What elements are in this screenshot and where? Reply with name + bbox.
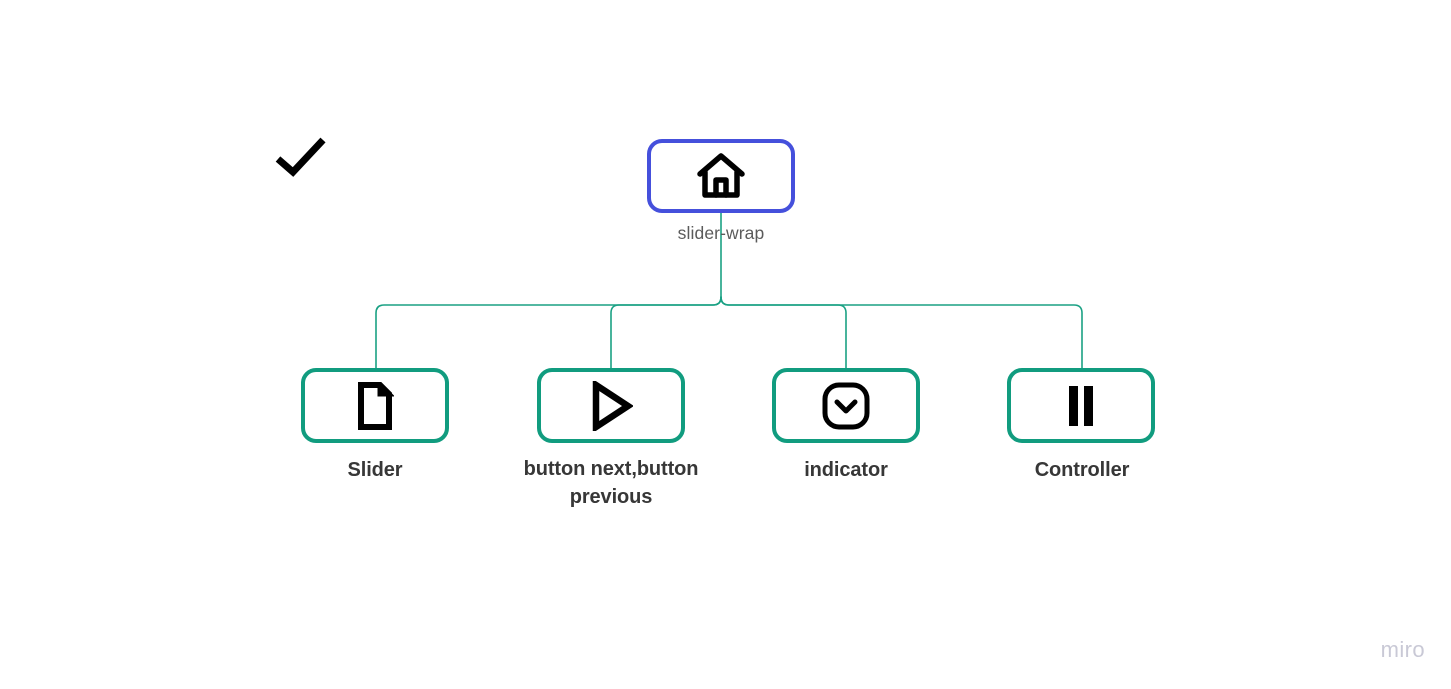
node-indicator[interactable] (772, 368, 920, 443)
miro-watermark: miro (1380, 637, 1425, 662)
node-slider[interactable] (301, 368, 449, 443)
node-controller[interactable] (1007, 368, 1155, 443)
node-label-slider: Slider (347, 459, 403, 481)
check-icon (275, 137, 326, 177)
chevron-down-boxed-icon (820, 380, 872, 432)
connector-to-slider (375, 296, 722, 369)
node-slider-wrap[interactable] (647, 139, 795, 213)
node-buttons[interactable] (537, 368, 685, 443)
pause-icon (1062, 382, 1100, 430)
document-icon (356, 378, 396, 430)
connector-to-controller (720, 296, 1083, 369)
home-icon (695, 152, 747, 200)
connector-to-indicator (720, 296, 847, 369)
connector-to-buttons (610, 296, 722, 369)
node-label-buttons: button next,button previous (523, 458, 699, 508)
node-label-indicator: indicator (804, 459, 888, 481)
node-label-slider-wrap: slider-wrap (677, 223, 765, 243)
play-icon (589, 378, 634, 433)
node-label-controller: Controller (1034, 459, 1130, 481)
